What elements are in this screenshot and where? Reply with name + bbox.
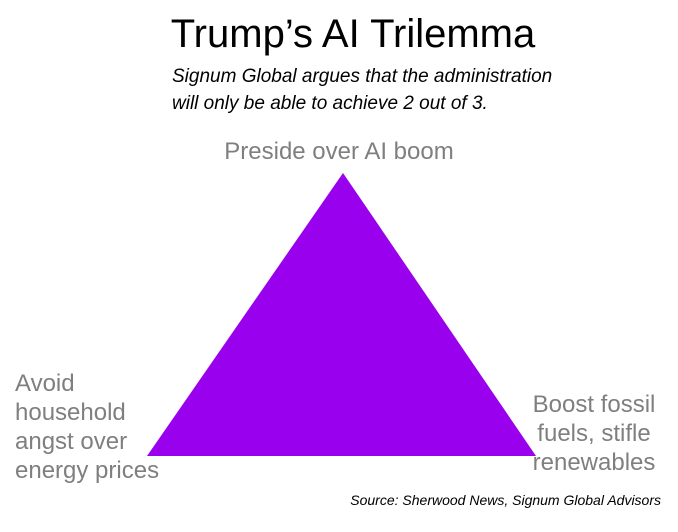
subtitle-text: Signum Global argues that the administra…: [172, 66, 553, 114]
source-attribution: Source: Sherwood News, Signum Global Adv…: [350, 492, 661, 508]
triangle-left-label: Avoid household angst over energy prices: [15, 370, 160, 484]
trilemma-triangle-graphic: [147, 173, 536, 456]
trilemma-triangle-shape: [147, 173, 536, 456]
triangle-right-label: Boost fossil fuels, stifle renewables: [532, 391, 656, 476]
page-title: Trump’s AI Trilemma: [170, 12, 536, 56]
triangle-top-label: Preside over AI boom: [224, 138, 454, 165]
